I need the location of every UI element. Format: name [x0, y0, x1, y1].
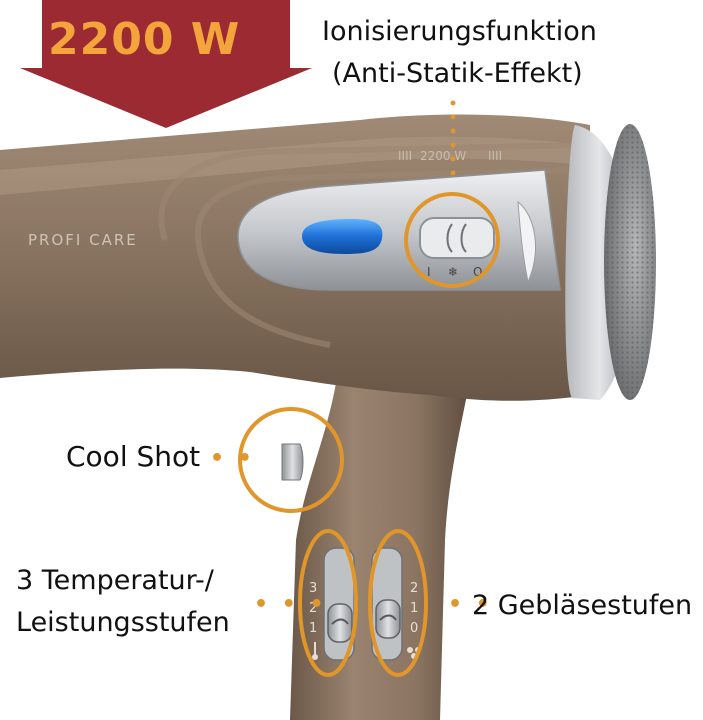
temperature-callout-line1: 3 Temperatur-/ — [16, 565, 214, 596]
blower-callout-ring — [368, 529, 428, 677]
brand-logo: PROFI CARE — [28, 231, 138, 249]
temp-label-2: 2 — [309, 601, 317, 616]
ionization-callout-line2: (Anti-Statik-Effekt) — [332, 58, 583, 89]
blower-label-1: 1 — [410, 601, 418, 616]
blower-slider-knob[interactable] — [375, 599, 401, 639]
power-badge-label: 2200 W — [48, 14, 241, 65]
cool-shot-callout: Cool Shot — [66, 440, 201, 473]
blower-label-2: 2 — [410, 581, 418, 596]
svg-text:IIII: IIII — [488, 149, 502, 163]
power-badge-arrow — [20, 0, 312, 128]
temp-label-1: 1 — [309, 621, 317, 636]
blower-callout: 2 Gebläsestufen — [472, 590, 693, 621]
blue-indicator-button[interactable] — [302, 219, 383, 254]
ion-label-1: I — [427, 265, 431, 279]
temperature-callout-ring — [298, 529, 358, 677]
ion-leader-dots — [450, 100, 456, 176]
ion-label-3: O — [473, 265, 482, 279]
temperature-slider-knob[interactable] — [327, 603, 353, 643]
cool-shot-callout-circle — [238, 407, 344, 513]
control-panel — [237, 169, 561, 291]
temp-label-3: 3 — [309, 581, 317, 596]
cool-shot-button[interactable] — [281, 443, 304, 481]
power-marking: 2200 W — [420, 149, 466, 163]
ionization-callout-line1: Ionisierungsfunktion — [322, 16, 597, 47]
blower-leader-dots: • • — [448, 592, 493, 617]
ion-switch[interactable] — [419, 217, 495, 259]
temperature-leader-dots: • • • — [254, 592, 327, 617]
temperature-callout-line2: Leistungsstufen — [16, 607, 230, 638]
ion-label-2: ❄ — [448, 265, 458, 279]
cool-shot-leader-dots: • • — [210, 446, 255, 471]
blower-label-0: 0 — [410, 621, 418, 636]
ion-callout-circle — [404, 192, 500, 288]
svg-text:IIII: IIII — [398, 149, 412, 163]
